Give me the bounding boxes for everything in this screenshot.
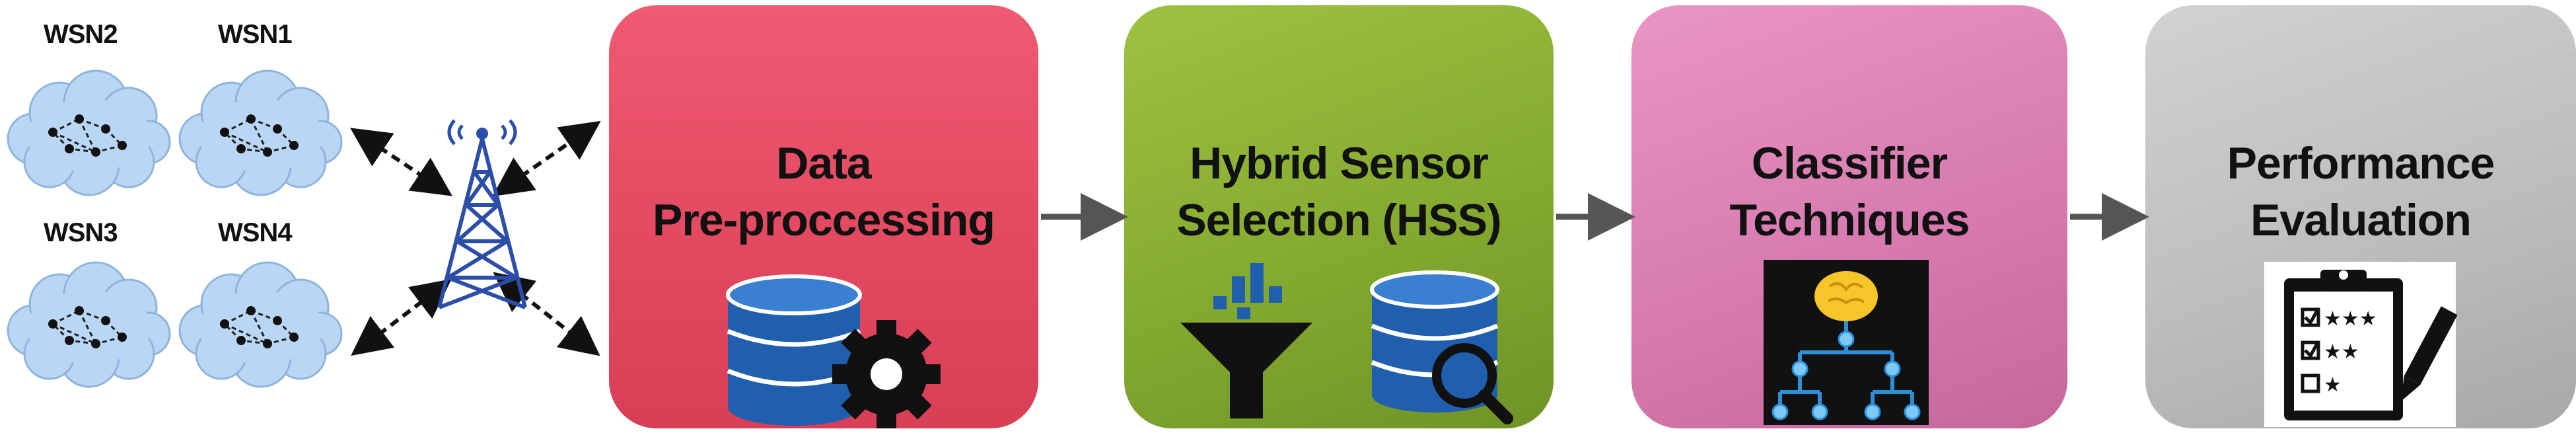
stage-title-line: Hybrid Sensor	[1190, 138, 1489, 188]
stage-performance-evaluation: Performance Evaluation ★★★ ★★ ★	[2145, 5, 2576, 428]
stage-hybrid-sensor-selection: Hybrid Sensor Selection (HSS)	[1124, 5, 1554, 428]
pencil-icon	[2401, 306, 2458, 401]
wsn2-label: WSN2	[44, 20, 118, 49]
stage-title: Hybrid Sensor Selection (HSS)	[1124, 135, 1554, 249]
funnel-filter-icon	[1180, 263, 1513, 424]
wsn3-label: WSN3	[44, 218, 118, 247]
stage-title-line: Selection (HSS)	[1176, 195, 1501, 245]
stage-title-line: Pre-proccessing	[653, 195, 995, 245]
arrow-wsn1-tower	[350, 128, 452, 196]
stage-title: Data Pre-proccessing	[609, 135, 1038, 249]
brain-icon	[1814, 271, 1878, 321]
radio-tower-icon	[437, 119, 527, 309]
stage-title-line: Evaluation	[2250, 195, 2472, 245]
wsn2-cloud-icon	[7, 69, 171, 196]
stage-data-preprocessing: Data Pre-proccessing	[609, 5, 1038, 428]
classifier-tree-icon	[1764, 260, 1929, 425]
svg-text:★: ★	[2324, 374, 2342, 397]
wsn4-cloud-icon	[178, 261, 343, 388]
stage-title-line: Techniques	[1729, 195, 1970, 245]
arrow-tower-up-right	[492, 120, 601, 197]
stage-title-line: Classifier	[1751, 138, 1948, 188]
svg-text:★★: ★★	[2324, 340, 2359, 364]
stage-title: Performance Evaluation	[2145, 135, 2576, 249]
stage-classifier-techniques: Classifier Techniques	[1631, 5, 2067, 428]
stage-title: Classifier Techniques	[1631, 135, 2067, 249]
stage-title-line: Data	[776, 138, 871, 188]
database-gear-icon	[726, 274, 941, 428]
stage-title-line: Performance	[2227, 138, 2495, 188]
clipboard-checklist-icon: ★★★ ★★ ★	[2264, 262, 2458, 427]
wsn1-label: WSN1	[218, 20, 293, 49]
wsn1-cloud-icon	[178, 69, 343, 196]
wsn4-label: WSN4	[218, 218, 293, 247]
svg-text:★★★: ★★★	[2324, 307, 2377, 331]
wsn3-cloud-icon	[7, 261, 171, 388]
database-search-icon	[1370, 270, 1513, 424]
